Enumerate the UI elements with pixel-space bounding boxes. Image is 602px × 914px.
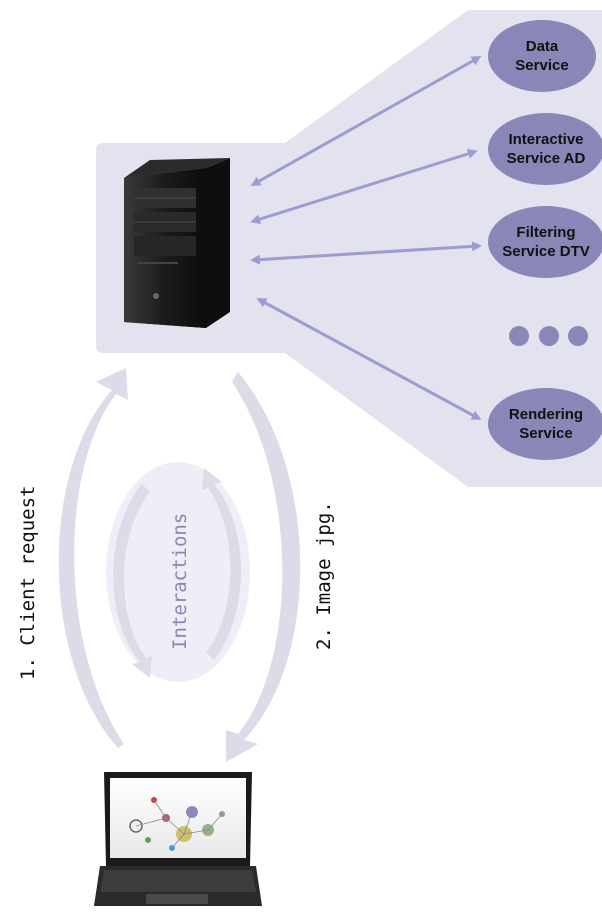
service-data: Data Service [488, 20, 596, 92]
client-request-label: 1. Client request [17, 486, 39, 680]
service-filtering: Filtering Service DTV [488, 206, 602, 278]
svg-text:Service AD: Service AD [507, 150, 586, 167]
arrow-rendering-service [256, 298, 482, 420]
arrow-filtering-service [250, 241, 482, 265]
laptop-icon [94, 772, 262, 906]
image-response-arrow [226, 372, 301, 762]
svg-text:Interactive: Interactive [508, 131, 583, 148]
svg-text:Service: Service [515, 57, 568, 74]
network-graph-thumbnail [129, 797, 225, 851]
interaction-bubble [106, 462, 250, 682]
service-rendering: Rendering Service [488, 388, 602, 460]
svg-text:Filtering: Filtering [516, 224, 575, 241]
service-interactive: Interactive Service AD [488, 113, 602, 185]
server-tower-icon [124, 158, 230, 328]
svg-text:Service: Service [519, 425, 572, 442]
arrow-interactive-service [250, 149, 478, 224]
ellipsis-dots-icon [509, 326, 588, 346]
client-request-arrow [58, 368, 128, 748]
svg-text:Rendering: Rendering [509, 406, 583, 423]
interaction-right-arrow [202, 468, 241, 660]
svg-text:Data: Data [526, 38, 559, 55]
interaction-left-arrow [113, 484, 152, 678]
svg-text:Service DTV: Service DTV [502, 243, 590, 260]
interactions-label: Interactions [169, 513, 191, 650]
image-jpg-label: 2. Image jpg. [313, 501, 335, 650]
